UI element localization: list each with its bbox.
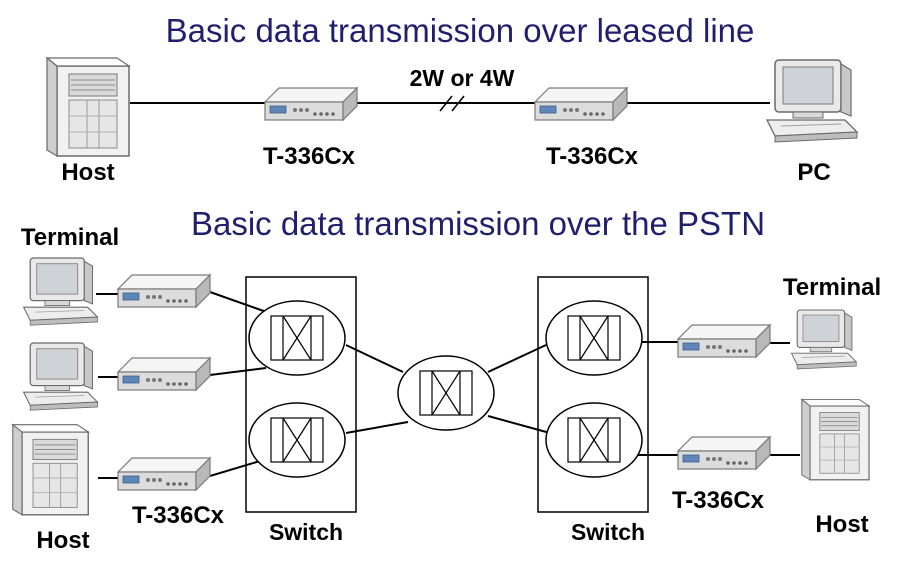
modem-left-lower-icon xyxy=(117,457,211,491)
leased-line-title: Basic data transmission over leased line xyxy=(166,12,755,49)
terminal-left-upper-icon xyxy=(23,257,99,326)
pc-label: PC xyxy=(797,159,830,186)
link xyxy=(345,421,409,434)
link xyxy=(487,344,547,373)
modem-left-icon xyxy=(264,87,358,121)
switch-right-upper-crossbar-icon xyxy=(545,300,643,376)
host-label: Host xyxy=(61,159,114,186)
host-server-icon xyxy=(46,57,130,157)
modem-left-middle-icon xyxy=(117,357,211,391)
terminal-left-lower-icon xyxy=(23,342,99,411)
modem-right-label: T-336Cx xyxy=(672,487,765,514)
modem-left-label: T-336Cx xyxy=(263,143,356,170)
pc-icon xyxy=(766,59,858,143)
switch-right-label: Switch xyxy=(571,519,645,545)
link xyxy=(487,415,551,434)
terminal-right-icon xyxy=(790,309,857,370)
line-hash-mark xyxy=(451,95,465,112)
modem-right-label: T-336Cx xyxy=(546,143,639,170)
switch-left-box xyxy=(245,276,357,513)
switch-left-upper-crossbar-icon xyxy=(248,300,346,376)
terminal-left-label: Terminal xyxy=(21,224,119,251)
line-type-label: 2W or 4W xyxy=(410,65,515,91)
switch-right-box xyxy=(537,276,649,513)
central-exchange-crossbar-icon xyxy=(397,355,495,431)
switch-left-lower-crossbar-icon xyxy=(248,402,346,478)
link xyxy=(345,344,404,373)
modem-right-lower-icon xyxy=(677,436,771,470)
switch-right-lower-crossbar-icon xyxy=(545,402,643,478)
host-left-label: Host xyxy=(36,527,89,554)
pstn-title: Basic data transmission over the PSTN xyxy=(191,205,765,242)
modem-left-label: T-336Cx xyxy=(132,502,225,529)
host-right-label: Host xyxy=(815,511,868,538)
terminal-right-label: Terminal xyxy=(783,274,881,301)
modem-right-upper-icon xyxy=(677,324,771,358)
link xyxy=(209,367,267,376)
host-right-server-icon xyxy=(801,398,870,481)
host-left-server-icon xyxy=(12,423,89,516)
switch-left-label: Switch xyxy=(269,519,343,545)
modem-right-icon xyxy=(534,87,628,121)
modem-left-upper-icon xyxy=(117,274,211,308)
line-hash-mark xyxy=(439,95,453,112)
